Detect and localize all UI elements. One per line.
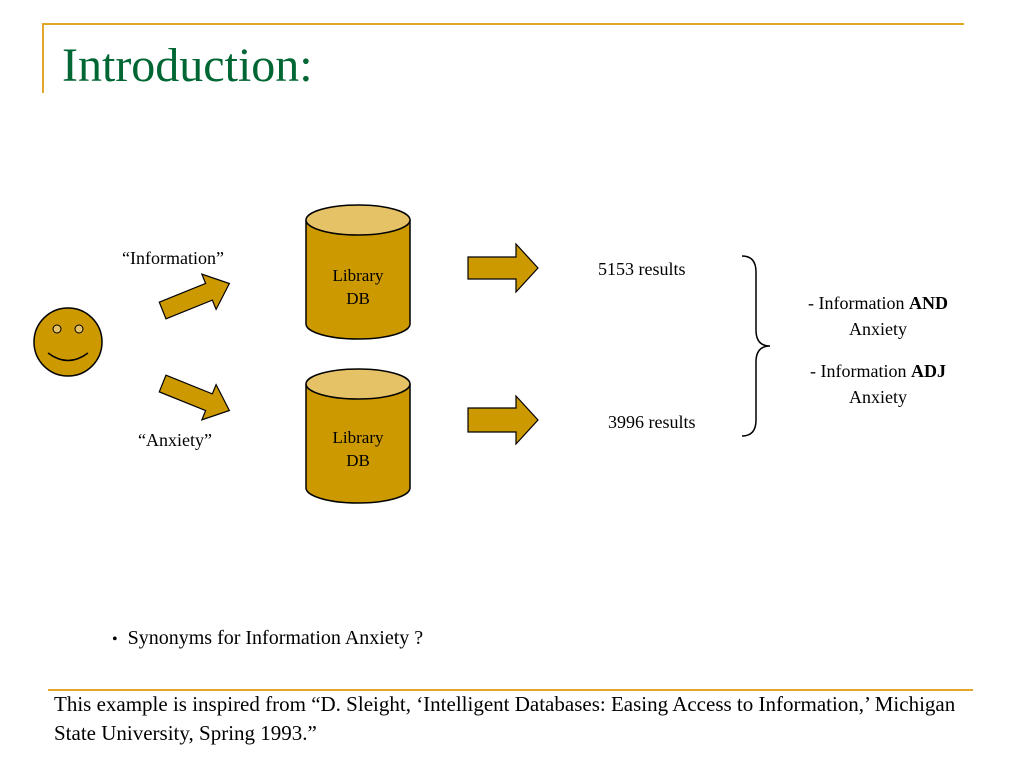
combo-and-operator: AND — [908, 293, 948, 313]
right-arrow-icon — [158, 374, 231, 421]
combo-adj-term: Anxiety — [849, 387, 907, 407]
db-top-label-line2: DB — [346, 289, 370, 308]
database-cylinder-icon — [305, 204, 411, 340]
combo-adj-text: - Information ADJ Anxiety — [768, 358, 988, 410]
bullet-item: • Synonyms for Information Anxiety ? — [112, 624, 423, 654]
results-top-count: 5153 results — [598, 259, 686, 279]
combo-and-term: Anxiety — [849, 319, 907, 339]
right-arrow-icon — [467, 394, 539, 446]
footer-citation: This example is inspired from “D. Sleigh… — [54, 692, 956, 745]
bullet-text: Synonyms for Information Anxiety ? — [127, 627, 424, 649]
query-information-label: “Information” — [122, 248, 224, 268]
bottom-accent-line — [48, 689, 973, 691]
database-cylinder-icon — [305, 368, 411, 504]
db-top-label-line1: Library — [332, 266, 384, 285]
db-bottom-label-line2: DB — [346, 451, 370, 470]
right-arrow-icon — [158, 273, 231, 320]
curly-brace-icon — [741, 255, 771, 437]
results-bottom-count: 3996 results — [608, 412, 696, 432]
combo-adj-prefix: - Information — [810, 361, 911, 381]
combo-adj-operator: ADJ — [910, 361, 946, 381]
slide-title: Introduction: — [62, 39, 313, 92]
left-accent-line — [42, 23, 44, 93]
combo-and-prefix: - Information — [808, 293, 909, 313]
combo-and-text: - Information AND Anxiety — [768, 290, 988, 342]
query-anxiety-label: “Anxiety” — [138, 430, 212, 450]
db-bottom-label: Library DB — [306, 426, 410, 472]
top-accent-line — [42, 23, 964, 25]
right-arrow-icon — [467, 242, 539, 294]
db-bottom-label-line1: Library — [332, 428, 384, 447]
db-top-label: Library DB — [306, 264, 410, 310]
bullet-dot-icon: • — [112, 631, 118, 648]
smiley-face-icon — [33, 307, 103, 377]
